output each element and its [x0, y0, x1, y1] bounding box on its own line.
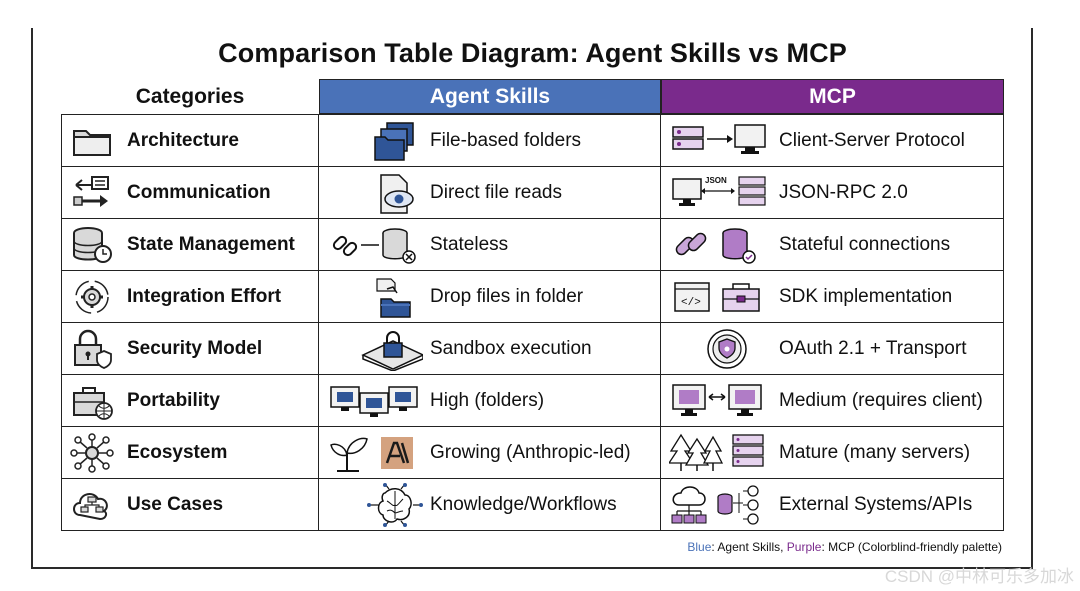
skills-cell: Direct file reads [319, 167, 661, 218]
color-legend: Blue: Agent Skills, Purple: MCP (Colorbl… [687, 540, 1002, 554]
cloud-flowchart-icon [73, 493, 108, 521]
server-to-monitor-icon [672, 124, 766, 154]
table-row: Security Model Sandbox execution [61, 323, 1004, 375]
skills-value: Drop files in folder [430, 285, 584, 307]
skills-value: Sandbox execution [430, 337, 592, 359]
code-toolbox-icon: </> [674, 282, 760, 312]
skills-cell: Growing (Anthropic-led) [319, 427, 661, 478]
skills-cell: Stateless [319, 219, 661, 270]
legend-blue-text: : Agent Skills, [711, 540, 787, 554]
file-eye-icon [380, 174, 414, 214]
folder-icon [73, 130, 111, 156]
mcp-cell: OAuth 2.1 + Transport [661, 323, 1004, 374]
mcp-cell: JSON JSON-RPC 2.0 [661, 167, 1004, 218]
mcp-cell: External Systems/APIs [661, 479, 1004, 530]
mcp-cell: Stateful connections [661, 219, 1004, 270]
header-categories: Categories [135, 84, 245, 108]
oauth-badge-icon [707, 329, 747, 369]
category-cell: Use Cases [61, 479, 319, 530]
table-row: Use Cases Knowledge/Workflows [61, 479, 1004, 531]
mcp-value: External Systems/APIs [779, 493, 973, 515]
gear-cycle-icon [75, 280, 109, 314]
skills-cell: Drop files in folder [319, 271, 661, 322]
skills-cell: File-based folders [319, 115, 661, 166]
category-label: Portability [127, 389, 220, 411]
table-row: State Management Stateless [61, 219, 1004, 271]
mcp-value: JSON-RPC 2.0 [779, 181, 908, 203]
stacked-folders-icon [374, 122, 414, 161]
category-cell: Integration Effort [61, 271, 319, 322]
legend-purple-word: Purple [786, 540, 822, 554]
skills-value: Stateless [430, 233, 509, 255]
skills-value: Direct file reads [430, 181, 562, 203]
skills-cell: Sandbox execution [319, 323, 661, 374]
skills-cell: High (folders) [319, 375, 661, 426]
legend-blue-word: Blue [687, 540, 712, 554]
svg-text:JSON: JSON [705, 176, 727, 185]
watermark: CSDN @中林可乐多加冰 [884, 567, 1074, 586]
skills-value: File-based folders [430, 129, 582, 151]
category-label: Architecture [127, 129, 239, 151]
briefcase-globe-icon [73, 387, 113, 420]
table-row: Ecosystem Growing (Anthropic-led) [61, 427, 1004, 479]
mcp-value: Stateful connections [779, 233, 951, 255]
brain-circuit-icon [367, 483, 423, 527]
two-monitors-icon [672, 384, 762, 416]
mcp-cell: Mature (many servers) [661, 427, 1004, 478]
table-row: Integration Effort Drop files in folder … [61, 271, 1004, 323]
mcp-value: Medium (requires client) [779, 389, 983, 411]
category-label: Ecosystem [127, 441, 228, 463]
category-label: Security Model [127, 337, 263, 359]
skills-value: High (folders) [430, 389, 545, 411]
mcp-value: SDK implementation [779, 285, 953, 307]
sprout-anthropic-icon [330, 437, 413, 472]
header-agent-skills: Agent Skills [319, 79, 661, 114]
category-cell: Communication [61, 167, 319, 218]
category-label: Communication [127, 181, 271, 203]
mcp-cell: Client-Server Protocol [661, 115, 1004, 166]
mcp-value: OAuth 2.1 + Transport [779, 337, 967, 359]
mcp-value: Client-Server Protocol [779, 129, 965, 151]
hand-drop-file-icon [376, 278, 411, 318]
category-cell: Portability [61, 375, 319, 426]
skills-value: Growing (Anthropic-led) [430, 441, 631, 463]
category-cell: State Management [61, 219, 319, 270]
table-row: Communication Direct file reads JSON [61, 167, 1004, 219]
three-monitors-icon [330, 386, 418, 417]
diagram-title: Comparison Table Diagram: Agent Skills v… [218, 38, 847, 68]
category-label: Integration Effort [127, 285, 282, 307]
skills-value: Knowledge/Workflows [430, 493, 617, 515]
broken-link-database-icon [332, 228, 416, 264]
header-mcp: MCP [661, 79, 1004, 114]
mcp-cell: </> SDK implementation [661, 271, 1004, 322]
legend-purple-text: : MCP (Colorblind-friendly palette) [821, 540, 1002, 554]
category-label: State Management [127, 233, 295, 255]
sandbox-lock-icon [361, 331, 423, 371]
frame-bottom-border [31, 567, 1033, 569]
mcp-cell: Medium (requires client) [661, 375, 1004, 426]
database-clock-icon [73, 227, 112, 263]
category-cell: Ecosystem [61, 427, 319, 478]
exchange-arrows-icon [73, 176, 109, 207]
skills-cell: Knowledge/Workflows [319, 479, 661, 530]
category-label: Use Cases [127, 493, 224, 515]
table-body: Architecture File-based folders [61, 114, 1004, 531]
lock-shield-icon [74, 329, 112, 369]
forest-servers-icon [669, 433, 764, 471]
mcp-value: Mature (many servers) [779, 441, 971, 463]
table-row: Portability High (folders) [61, 375, 1004, 427]
json-rpc-icon: JSON [672, 176, 766, 206]
category-cell: Security Model [61, 323, 319, 374]
link-database-icon [675, 228, 756, 264]
table-row: Architecture File-based folders [61, 115, 1004, 167]
category-cell: Architecture [61, 115, 319, 166]
frame-left-border [31, 28, 33, 568]
frame-right-border [1031, 28, 1033, 568]
cloud-database-gear-icon [671, 485, 759, 525]
network-hub-icon [70, 433, 114, 473]
svg-text:</>: </> [681, 297, 701, 309]
